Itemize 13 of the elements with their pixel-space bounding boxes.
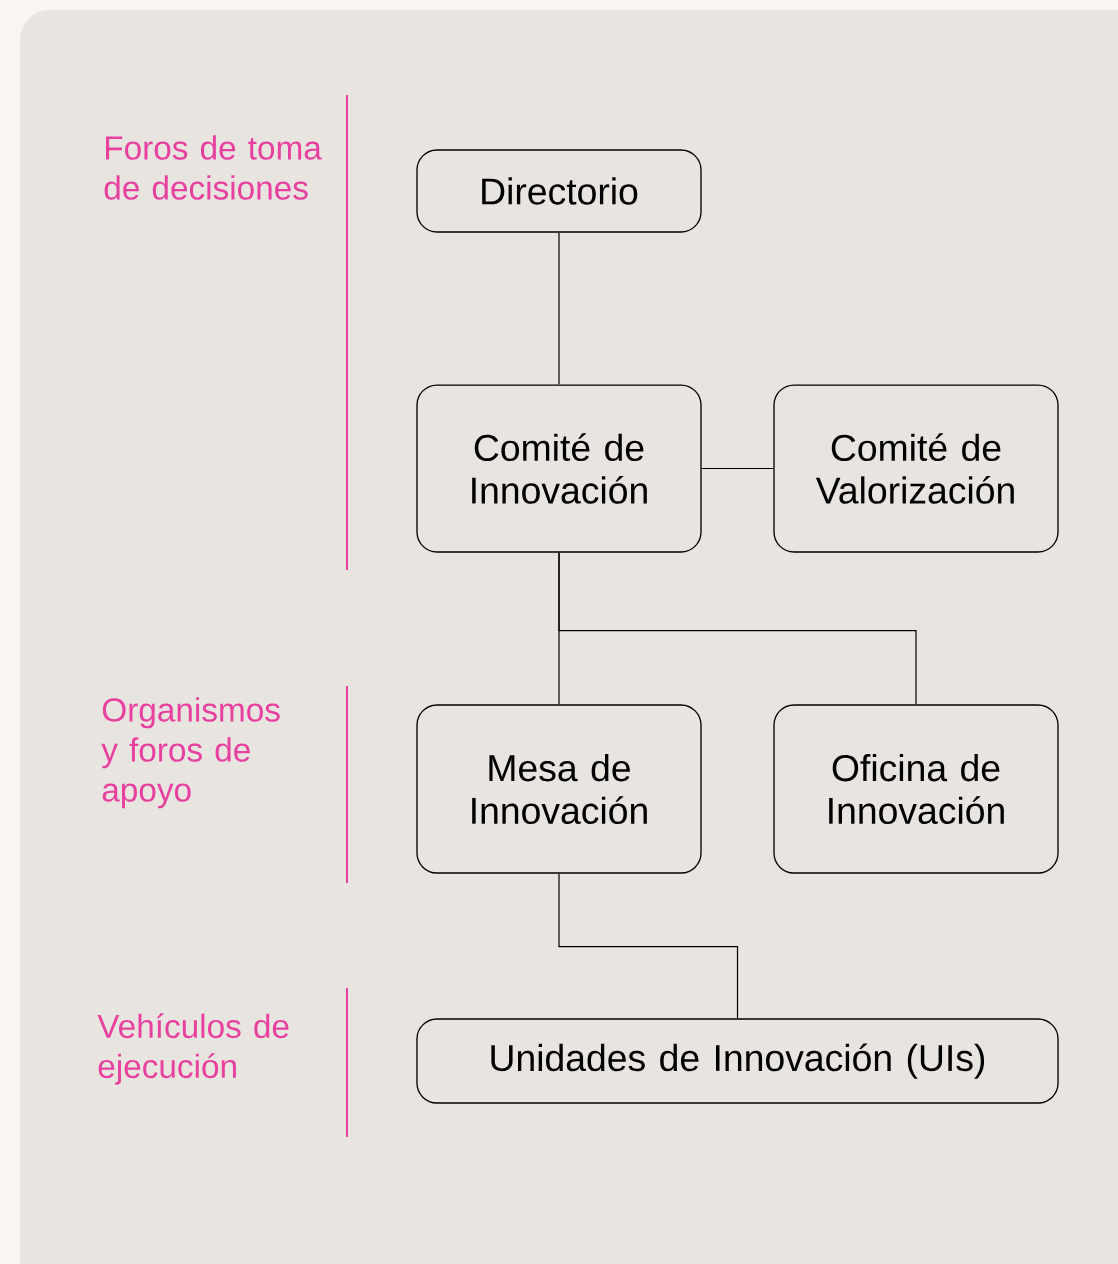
- section-label: Foros de toma de decisiones: [104, 135, 322, 200]
- org-box: Mesa de Innovación: [416, 704, 702, 874]
- org-box: Comité de Innovación: [416, 384, 702, 553]
- section-label: Vehículos de ejecución: [97, 1013, 289, 1085]
- connector-line: [558, 552, 917, 705]
- connector-line: [558, 873, 739, 1019]
- org-box: Unidades de Innovación (UIs): [416, 1018, 1059, 1104]
- org-box: Oficina de Innovación: [773, 704, 1059, 874]
- connector-line: [701, 467, 774, 470]
- org-box: Directorio: [416, 149, 702, 233]
- org-box: Comité de Valorización: [773, 384, 1059, 553]
- connector-line: [558, 232, 560, 385]
- section-label: Organismos y foros de apoyo: [101, 697, 280, 809]
